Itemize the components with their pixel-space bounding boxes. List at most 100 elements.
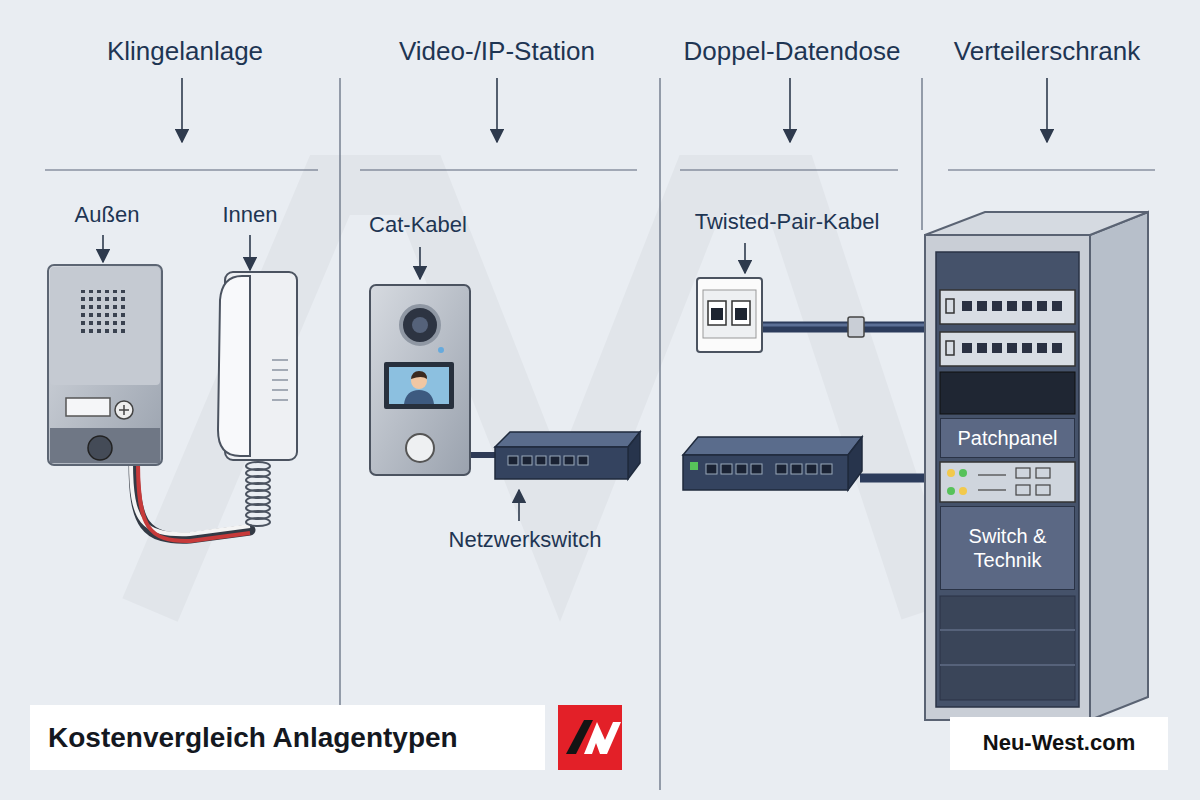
distribution-rack xyxy=(959,469,967,477)
distribution-rack xyxy=(977,343,987,353)
pointer-arrow xyxy=(1046,78,1048,142)
distribution-rack xyxy=(940,664,1075,666)
video-station xyxy=(370,285,470,475)
distribution-rack xyxy=(962,343,972,353)
video-station xyxy=(389,367,449,404)
video-station xyxy=(401,306,439,344)
distribution-rack xyxy=(947,487,955,495)
distribution-rack xyxy=(1022,343,1032,353)
distribution-rack xyxy=(1007,301,1017,311)
network-switch xyxy=(495,447,628,479)
door-panel xyxy=(48,265,162,465)
door-panel xyxy=(48,265,162,465)
distribution-rack xyxy=(1052,343,1062,353)
pointer-arrow xyxy=(102,235,104,262)
data-socket xyxy=(762,322,926,333)
network-switch xyxy=(821,464,832,474)
network-switch xyxy=(721,464,732,474)
distribution-rack xyxy=(992,343,1002,353)
indoor-handset xyxy=(218,276,250,456)
distribution-rack xyxy=(1036,468,1050,478)
brand-url: Neu-West.com xyxy=(950,717,1168,770)
column-rules xyxy=(360,169,637,170)
distribution-rack xyxy=(959,487,967,495)
distribution-rack xyxy=(978,468,1050,495)
data-socket xyxy=(762,324,926,327)
brand-logo xyxy=(584,722,621,754)
distribution-rack xyxy=(925,212,1148,720)
network-switch xyxy=(690,462,698,470)
column-heading: Klingelanlage xyxy=(107,36,263,67)
data-socket xyxy=(697,278,762,352)
indoor-handset xyxy=(272,359,288,361)
distribution-rack xyxy=(992,301,1002,311)
door-panel xyxy=(66,398,110,416)
distribution-rack xyxy=(940,462,1075,502)
brand-logo xyxy=(558,705,622,770)
pointer-arrow xyxy=(103,78,1047,521)
network-switch xyxy=(706,464,717,474)
distribution-rack xyxy=(977,301,987,311)
network-switch xyxy=(628,432,640,479)
distribution-rack xyxy=(978,489,1006,490)
network-switch xyxy=(522,456,532,465)
bell-wires xyxy=(131,462,250,541)
network-switch xyxy=(791,464,802,474)
pointer-arrow xyxy=(496,78,498,142)
video-station xyxy=(384,362,454,409)
distribution-rack xyxy=(1016,485,1030,495)
data-socket xyxy=(711,308,723,320)
data-socket xyxy=(735,308,747,320)
network-switch xyxy=(683,437,862,455)
indoor-handset xyxy=(272,369,288,371)
pointer-arrow xyxy=(181,78,183,142)
distribution-rack xyxy=(1037,301,1047,311)
network-switch xyxy=(495,432,640,479)
distribution-rack xyxy=(925,235,1090,720)
rack-panel: Switch & Technik xyxy=(940,506,1075,590)
distribution-rack xyxy=(1037,343,1047,353)
rack-panel: Patchpanel xyxy=(940,418,1075,458)
indoor-handset xyxy=(272,379,288,381)
door-panel xyxy=(88,436,112,460)
distribution-rack xyxy=(940,596,1075,700)
title-banner: Kostenvergleich Anlagentypen xyxy=(30,705,545,770)
distribution-rack xyxy=(946,299,954,313)
network-switch xyxy=(683,437,928,490)
pointer-arrow xyxy=(789,78,791,142)
network-switch xyxy=(776,464,787,474)
distribution-rack xyxy=(1036,485,1050,495)
watermark xyxy=(150,185,930,610)
video-station xyxy=(404,390,434,404)
network-switch xyxy=(550,456,560,465)
distribution-rack xyxy=(940,290,1075,324)
indoor-handset xyxy=(246,462,270,526)
brand-logo xyxy=(558,705,622,770)
indoor-handset xyxy=(272,389,288,391)
distribution-rack xyxy=(925,212,1148,235)
column-heading: Video-/IP-Station xyxy=(399,36,595,67)
column-heading: Verteilerschrank xyxy=(954,36,1140,67)
column-rules xyxy=(680,169,898,170)
distribution-rack xyxy=(978,474,1006,475)
distribution-rack xyxy=(962,343,1062,353)
indoor-handset xyxy=(272,360,288,400)
network-switch xyxy=(536,456,546,465)
column-heading: Doppel-Datendose xyxy=(684,36,901,67)
distribution-rack xyxy=(1022,301,1032,311)
indoor-handset xyxy=(218,272,297,526)
column-rules xyxy=(45,169,318,170)
column-rules xyxy=(948,169,1155,170)
network-switch xyxy=(806,464,817,474)
network-switch xyxy=(508,456,588,465)
distribution-rack xyxy=(940,629,1075,631)
network-switch xyxy=(683,455,848,490)
callout-label: Twisted-Pair-Kabel xyxy=(695,209,880,235)
network-switch xyxy=(564,456,574,465)
distribution-rack xyxy=(940,332,1075,366)
network-switch xyxy=(578,456,588,465)
column-rules xyxy=(339,78,340,705)
